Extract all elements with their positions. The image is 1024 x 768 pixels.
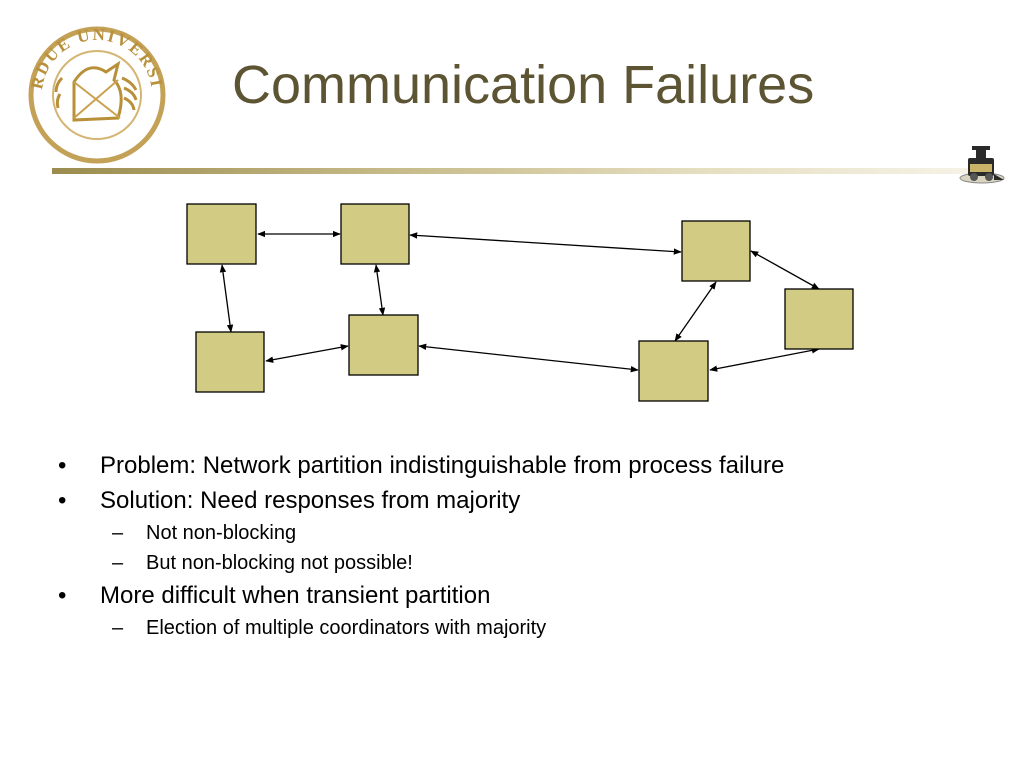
- bullet-item: • More difficult when transient partition: [0, 581, 784, 611]
- edge-n2-n5: [373, 264, 386, 316]
- edge-n3-n6: [674, 281, 717, 342]
- sub-bullet-text: Not non-blocking: [146, 522, 297, 544]
- slide-title: Communication Failures: [232, 55, 815, 115]
- bullet-item: • Solution: Need responses from majority: [0, 486, 784, 516]
- sub-bullet-item: –But non-blocking not possible!: [0, 551, 784, 576]
- edge-n3-n7: [750, 250, 820, 290]
- sub-bullet-marker: –: [112, 617, 124, 639]
- bullet-list: • Problem: Network partition indistinguis…: [0, 446, 784, 641]
- sub-bullet-marker: –: [112, 552, 124, 574]
- sub-bullet-item: –Election of multiple coordinators with …: [0, 616, 784, 641]
- bullet-marker: •: [58, 487, 67, 514]
- edge-n1-n4: [219, 264, 234, 333]
- sub-bullet-text: Election of multiple coordinators with m…: [146, 617, 547, 639]
- bullet-item: • Problem: Network partition indistinguis…: [0, 451, 784, 481]
- node-n1: [186, 203, 257, 265]
- edge-n4-n5: [265, 344, 349, 363]
- node-n6: [638, 340, 709, 402]
- edge-n6-n7: [709, 347, 820, 372]
- title-divider: [52, 168, 992, 174]
- node-n4: [195, 331, 265, 393]
- sub-bullet-item: –Not non-blocking: [0, 521, 784, 546]
- university-seal-icon: PURDUE UNIVERSITY: [22, 20, 166, 164]
- node-n5: [348, 314, 419, 376]
- train-logo-icon: [959, 146, 1005, 184]
- sub-bullet-marker: –: [112, 522, 124, 544]
- bullet-text: Problem: Network partition indistinguish…: [100, 452, 785, 479]
- bullet-marker: •: [58, 452, 67, 479]
- edge-n5-n6: [418, 343, 639, 373]
- sub-bullet-text: But non-blocking not possible!: [146, 552, 413, 574]
- bullet-marker: •: [58, 582, 67, 609]
- node-n3: [681, 220, 751, 282]
- bullet-text: More difficult when transient partition: [100, 582, 491, 609]
- node-n7: [784, 288, 854, 350]
- network-diagram: [186, 203, 854, 402]
- edge-n2-n3: [409, 232, 682, 255]
- node-n2: [340, 203, 410, 265]
- bullet-text: Solution: Need responses from majority: [100, 487, 521, 514]
